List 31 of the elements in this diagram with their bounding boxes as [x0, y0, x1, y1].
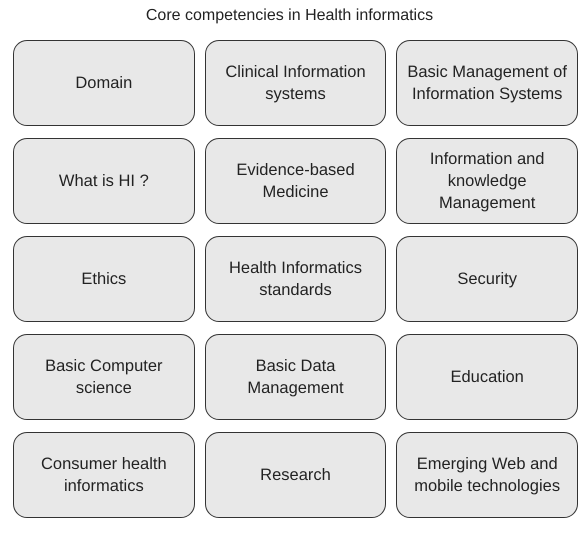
competency-box [204, 334, 386, 420]
competency-box [13, 40, 195, 126]
box-label: Health Informatics standards [228, 258, 363, 301]
competency-box [204, 40, 386, 126]
competency-box [396, 236, 578, 322]
competency-box [396, 138, 578, 224]
box-label: Ethics [81, 269, 126, 290]
diagram-title: Core competencies in Health informatics [144, 6, 434, 26]
competency-box [396, 334, 578, 420]
box-label: Consumer health informatics [40, 454, 168, 497]
competency-box [204, 432, 386, 518]
competency-box [13, 236, 195, 322]
box-label: Evidence-based Medicine [235, 160, 356, 203]
box-label: Basic Computer science [44, 356, 164, 399]
competency-box [396, 432, 578, 518]
competency-box [13, 138, 195, 224]
box-label: What is HI ? [58, 171, 149, 192]
box-label: Domain [75, 73, 132, 94]
competency-box [204, 236, 386, 322]
box-label: Basic Management of Information Systems [406, 62, 568, 105]
box-label: Research [260, 465, 331, 486]
competency-box [204, 138, 386, 224]
competency-box [13, 432, 195, 518]
box-label: Emerging Web and mobile technologies [413, 454, 562, 497]
box-label: Clinical Information systems [224, 62, 367, 105]
box-label: Security [457, 269, 517, 290]
competency-box [13, 334, 195, 420]
box-label: Education [450, 367, 524, 388]
box-label: Information and knowledge Management [428, 149, 546, 214]
box-label: Basic Data Management [246, 356, 345, 399]
competency-box [396, 40, 578, 126]
